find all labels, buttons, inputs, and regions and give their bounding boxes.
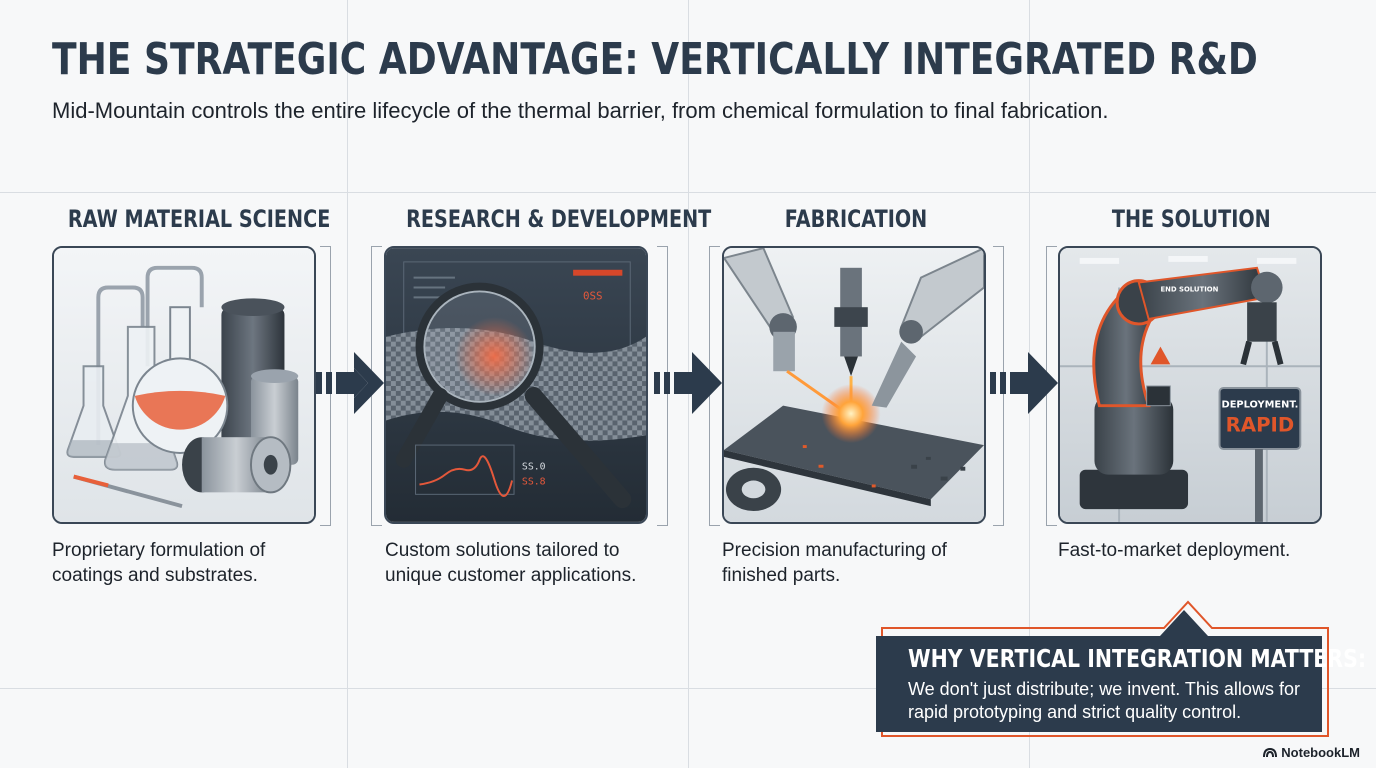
sign-line-1: DEPLOYMENT. bbox=[1222, 400, 1299, 411]
stage-description-raw-material: Proprietary formulation of coatings and … bbox=[52, 540, 266, 586]
vertical-integration-callout: WHY VERTICAL INTEGRATION MATTERS: We don… bbox=[876, 598, 1366, 740]
robot-arm-icon: END SOLUTION DEPLOYMENT. RAPID bbox=[1060, 248, 1320, 522]
grid-line bbox=[0, 688, 1376, 689]
lab-glassware-icon bbox=[54, 248, 314, 522]
stage-description-fabrication: Precision manufacturing of finished part… bbox=[722, 540, 947, 586]
rnd-readout-a: 0SS bbox=[583, 289, 603, 302]
sign-line-2: RAPID bbox=[1226, 413, 1295, 436]
robot-arm-label: END SOLUTION bbox=[1160, 285, 1218, 293]
rnd-readout-c: SS.8 bbox=[522, 476, 546, 487]
raw-material-panel bbox=[52, 246, 316, 524]
flow-arrow-icon bbox=[986, 346, 1060, 420]
brand-name: NotebookLM bbox=[1281, 745, 1360, 760]
grid-line bbox=[0, 192, 1376, 193]
magnifier-fabric-icon: 0SS SS.0 SS.8 bbox=[386, 248, 646, 522]
callout-title: WHY VERTICAL INTEGRATION MATTERS: bbox=[908, 644, 1367, 673]
stage-title-fabrication: FABRICATION bbox=[784, 205, 928, 233]
stage-title-solution: THE SOLUTION bbox=[1111, 205, 1271, 233]
rnd-panel: 0SS SS.0 SS.8 bbox=[384, 246, 648, 524]
stage-title-rnd: RESEARCH & DEVELOPMENT bbox=[406, 205, 712, 233]
notebooklm-icon bbox=[1263, 747, 1278, 757]
solution-panel: END SOLUTION DEPLOYMENT. RAPID bbox=[1058, 246, 1322, 524]
stage-description-solution: Fast-to-market deployment. bbox=[1058, 540, 1291, 561]
stage-title-raw-material: RAW MATERIAL SCIENCE bbox=[67, 205, 331, 233]
flow-arrow-icon bbox=[312, 346, 386, 420]
page-title: THE STRATEGIC ADVANTAGE: VERTICALLY INTE… bbox=[52, 34, 1258, 85]
callout-body: We don't just distribute; we invent. Thi… bbox=[908, 679, 1300, 722]
fabrication-panel bbox=[722, 246, 986, 524]
stage-description-rnd: Custom solutions tailored to unique cust… bbox=[385, 540, 637, 586]
rnd-readout-b: SS.0 bbox=[522, 462, 546, 473]
page-subtitle: Mid-Mountain controls the entire lifecyc… bbox=[52, 98, 1109, 123]
flow-arrow-icon bbox=[650, 346, 724, 420]
brand-logo: NotebookLM bbox=[1263, 745, 1360, 760]
laser-cutting-icon bbox=[724, 248, 984, 522]
